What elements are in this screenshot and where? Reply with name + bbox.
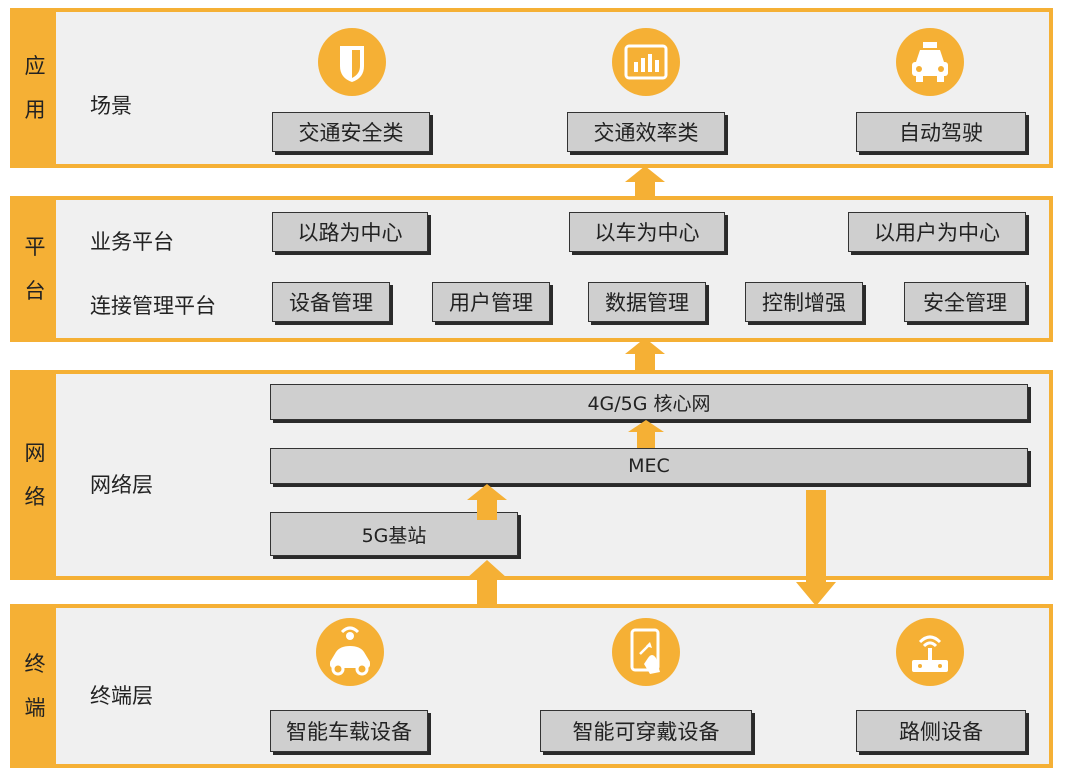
- core-network-box: 4G/5G 核心网: [270, 384, 1028, 420]
- scenario-label: 场景: [90, 94, 132, 118]
- traffic-efficiency-box: 交通效率类: [567, 112, 725, 152]
- vehicle-centric-box: 以车为中心: [569, 212, 725, 252]
- autonomous-driving-box: 自动驾驶: [856, 112, 1026, 152]
- roadside-device-box: 路侧设备: [856, 710, 1026, 752]
- security-management-box: 安全管理: [904, 282, 1026, 322]
- device-management-box: 设备管理: [272, 282, 390, 322]
- up-arrow-mec-to-core: [628, 420, 664, 448]
- connection-management-label: 连接管理平台: [90, 294, 216, 318]
- up-arrow-platform-to-app: [625, 166, 665, 200]
- business-platform-label: 业务平台: [90, 230, 174, 254]
- network-layer-label: 网络层: [90, 473, 153, 497]
- roadside-router-icon: [896, 618, 964, 686]
- vehicle-device-box: 智能车载设备: [270, 710, 428, 752]
- application-layer-tag: 应 用: [14, 12, 56, 164]
- road-centric-box: 以路为中心: [272, 212, 428, 252]
- control-enhancement-box: 控制增强: [745, 282, 863, 322]
- up-arrow-bs-to-mec: [467, 484, 507, 520]
- traffic-safety-box: 交通安全类: [272, 112, 430, 152]
- up-arrow-network-to-platform: [625, 338, 665, 374]
- wearable-device-box: 智能可穿戴设备: [540, 710, 752, 752]
- user-centric-box: 以用户为中心: [848, 212, 1026, 252]
- terminal-layer-tag: 终 端: [14, 608, 56, 764]
- mec-box: MEC: [270, 448, 1028, 484]
- base-station-box: 5G基站: [270, 512, 518, 556]
- terminal-layer-label: 终端层: [90, 684, 153, 708]
- shield-icon: [318, 28, 386, 96]
- touch-phone-icon: [612, 618, 680, 686]
- car-front-icon: [896, 28, 964, 96]
- data-management-box: 数据管理: [588, 282, 706, 322]
- application-layer: 应 用 场景: [10, 8, 1053, 168]
- user-management-box: 用户管理: [432, 282, 550, 322]
- dashboard-chart-icon: [612, 28, 680, 96]
- connected-car-icon: [316, 618, 384, 686]
- down-arrow-mec-to-terminal: [796, 490, 836, 606]
- network-layer-tag: 网 络: [14, 374, 56, 576]
- up-arrow-terminal-to-bs: [467, 560, 507, 610]
- platform-layer-tag: 平 台: [14, 200, 56, 338]
